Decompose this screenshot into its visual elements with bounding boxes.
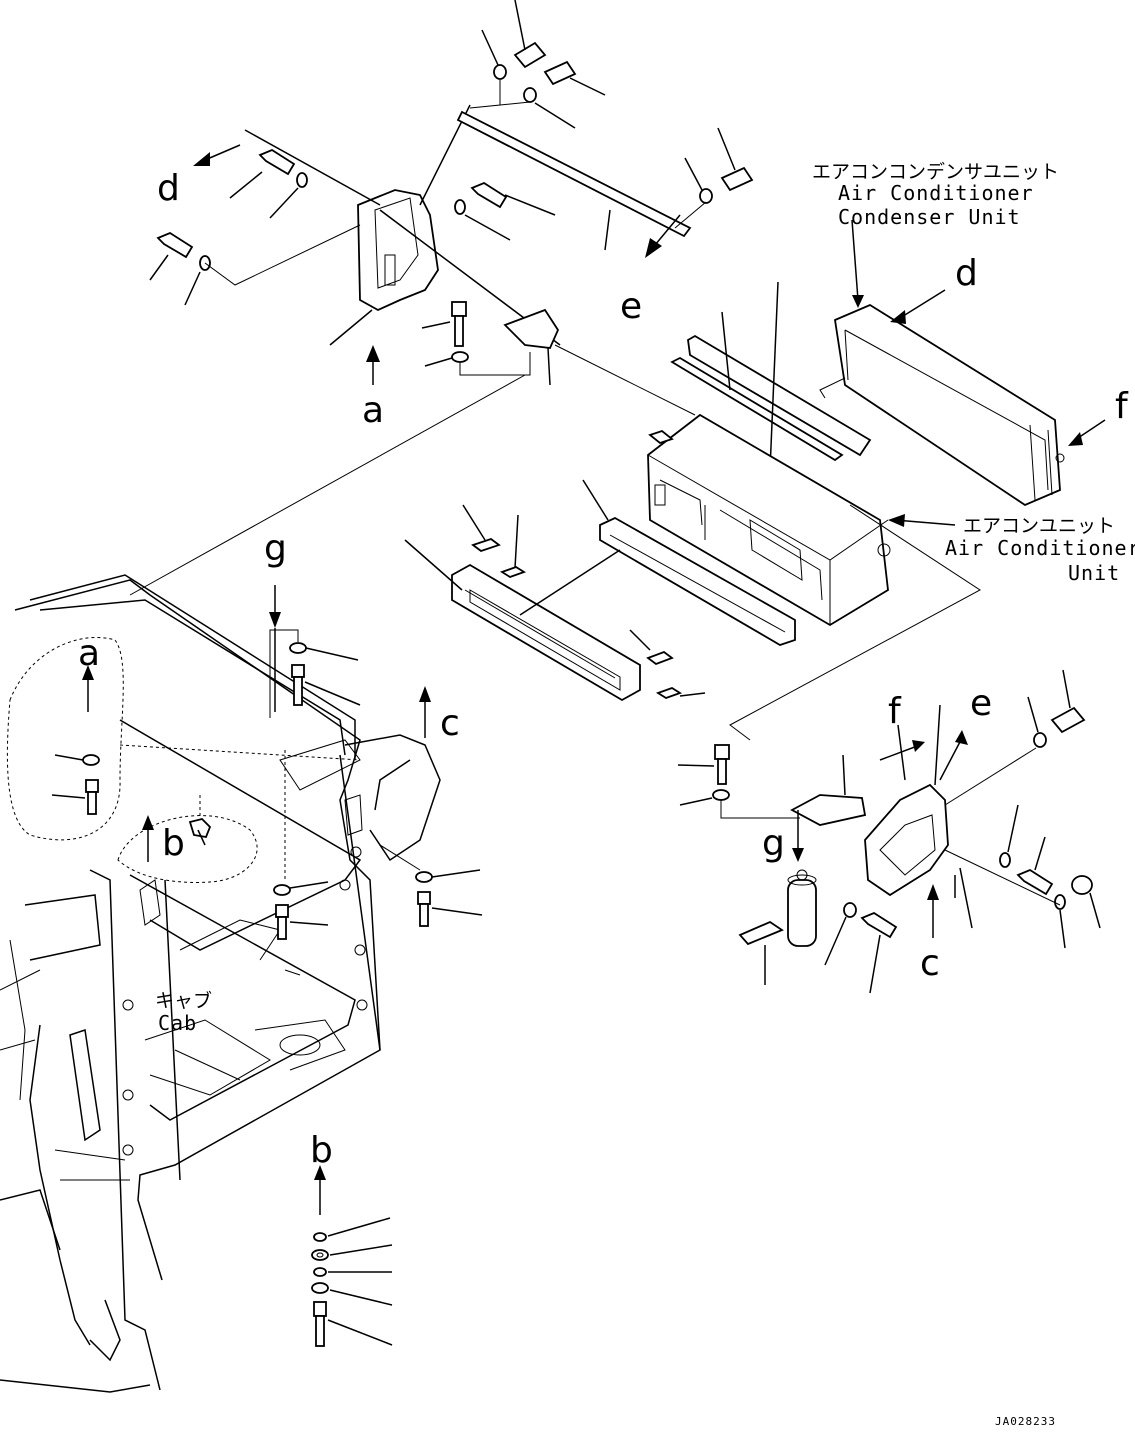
callout-f-right: f	[1115, 386, 1129, 427]
left-bracket-assembly	[149, 104, 561, 386]
ac-unit-label-en-1: Air Conditioner	[945, 536, 1135, 560]
cab-fasteners	[51, 629, 483, 940]
bolt	[674, 127, 754, 229]
seal-strips	[670, 281, 872, 471]
bolt	[944, 669, 1086, 806]
front-panels	[404, 479, 796, 702]
bolt	[944, 804, 1101, 949]
cab-label-en: Cab	[158, 1011, 197, 1035]
callout-g-mid: g	[264, 528, 287, 569]
bolt	[481, 0, 547, 80]
callout-b-left: b	[162, 823, 185, 864]
bolt	[469, 60, 606, 129]
callout-d-top: d	[157, 168, 180, 209]
bolt	[149, 224, 361, 306]
air-conditioner-unit	[647, 413, 956, 627]
right-bracket-assembly	[677, 669, 1101, 994]
callout-a-left: a	[78, 633, 100, 674]
callout-f-bracket: f	[888, 691, 902, 732]
ac-unit-label-en-2: Unit	[1068, 561, 1120, 585]
callout-d-right: d	[955, 253, 978, 294]
bolt	[421, 301, 531, 376]
cab-frame	[0, 574, 441, 1393]
bolt	[454, 181, 556, 241]
receiver-drier	[738, 869, 817, 985]
callout-arrows	[82, 144, 431, 862]
bolt	[824, 902, 898, 994]
condenser-unit-label-jp: エアコンコンデンサユニット	[812, 161, 1059, 183]
ac-unit-label-jp: エアコンユニット	[963, 515, 1115, 537]
condenser-unit-label-en-2: Condenser Unit	[838, 205, 1021, 229]
callout-e-top: e	[620, 286, 642, 327]
condenser-unit-label-en-1: Air Conditioner	[838, 181, 1034, 205]
bolt	[229, 148, 308, 219]
cab-label-jp: キャブ	[155, 989, 212, 1012]
bolt	[677, 744, 800, 819]
drawing-code: JA028233	[995, 1415, 1056, 1428]
callout-c-mid: c	[440, 703, 460, 744]
callout-b-bottom: b	[310, 1130, 333, 1171]
callout-g-right: g	[762, 823, 785, 864]
callout-c-right: c	[920, 943, 940, 984]
bottom-fastener-stack	[311, 1165, 393, 1347]
top-strip-assembly	[456, 0, 754, 258]
condenser-unit	[819, 219, 1106, 507]
callout-e-right: e	[970, 683, 992, 724]
callout-a-top: a	[362, 390, 384, 431]
